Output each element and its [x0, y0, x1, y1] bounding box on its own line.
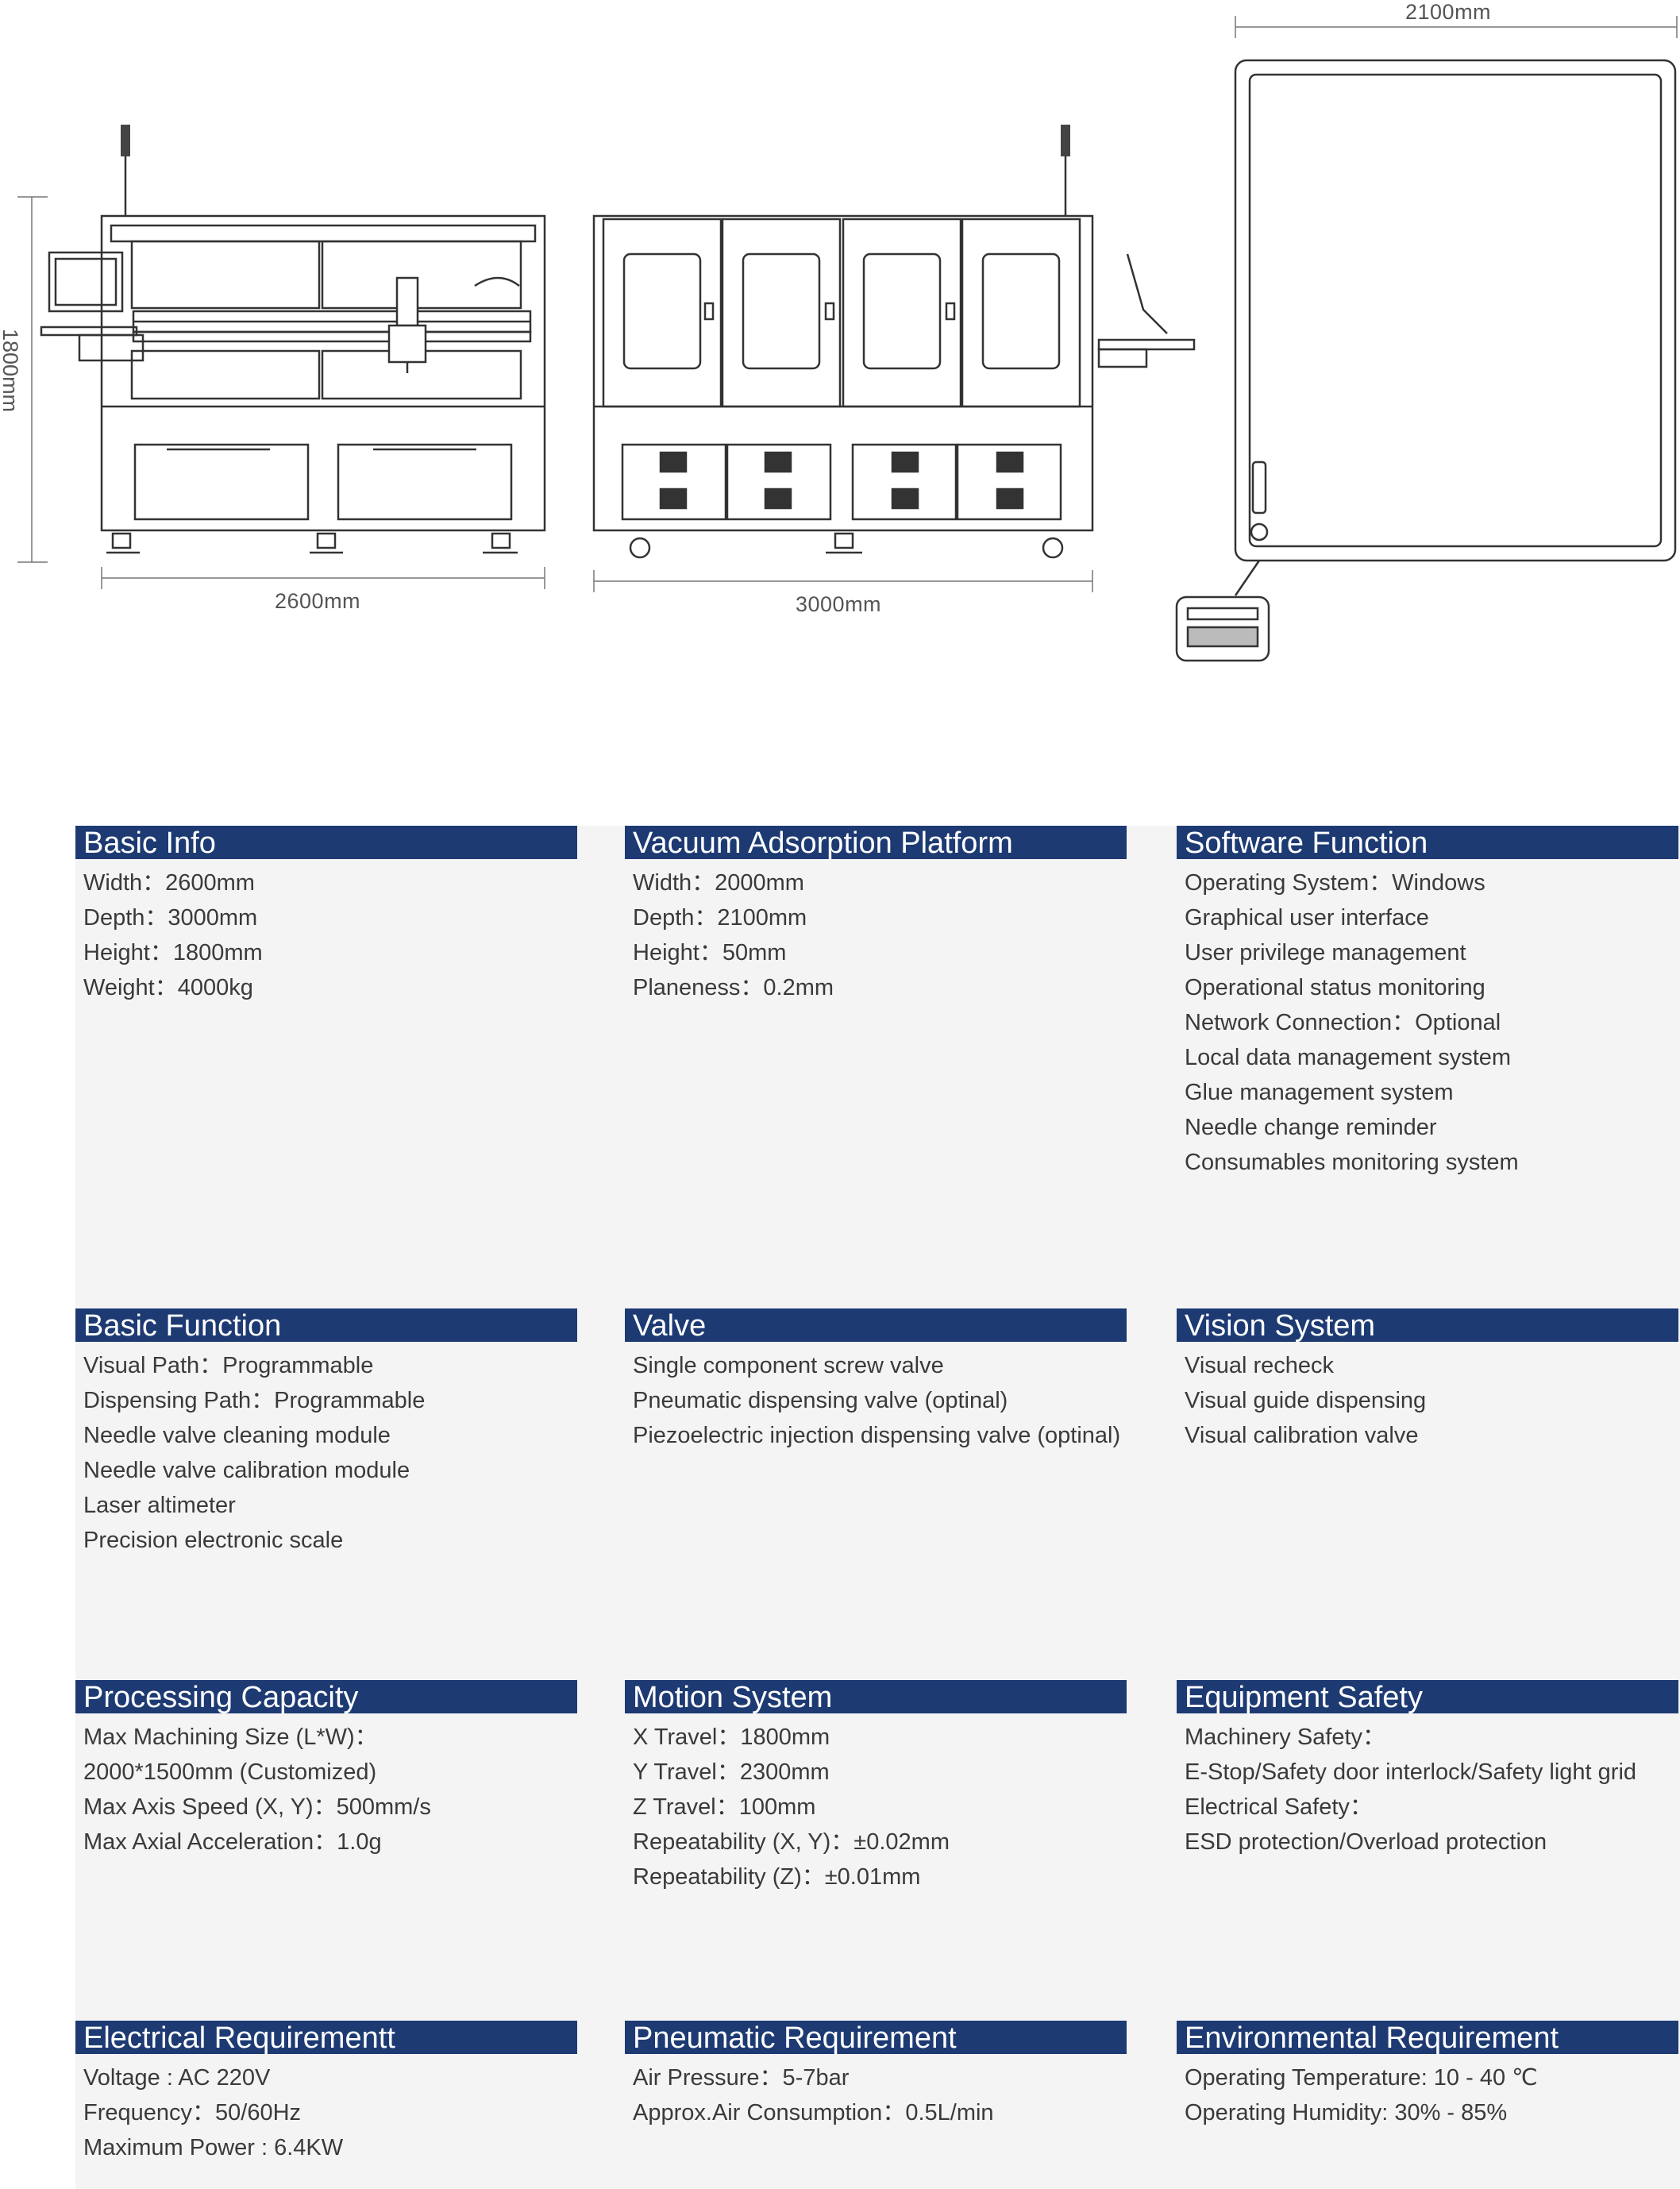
section-title: Equipment Safety — [1177, 1680, 1678, 1714]
section-basic-info: Basic Info Width：2600mm Depth：3000mm Hei… — [75, 826, 577, 1005]
spec-item: Width：2000mm — [633, 870, 804, 896]
section-basic-function: Basic Function Visual Path：Programmable … — [75, 1308, 577, 1558]
front-width-label: 2600mm — [275, 589, 361, 613]
spec-item: Frequency：50/60Hz — [83, 2100, 302, 2125]
spec-item: Max Axis Speed (X, Y)：500mm/s — [83, 1794, 431, 1820]
spec-item: Needle valve cleaning module — [83, 1423, 391, 1448]
section-vision-system: Vision System Visual recheck Visual guid… — [1177, 1308, 1678, 1453]
spec-list: Width：2000mm Depth：2100mm Height：50mm Pl… — [625, 859, 1127, 1005]
spec-list: X Travel：1800mm Y Travel：2300mm Z Travel… — [625, 1713, 1127, 1894]
machine-drawings-svg — [17, 16, 1678, 662]
section-equipment-safety: Equipment Safety Machinery Safety： E-Sto… — [1177, 1680, 1678, 1859]
spec-item: Voltage : AC 220V — [83, 2065, 271, 2091]
section-title: Valve — [625, 1308, 1127, 1343]
spec-item: ESD protection/Overload protection — [1185, 1829, 1547, 1855]
spec-item: Height：50mm — [633, 940, 787, 965]
spec-item: Precision electronic scale — [83, 1528, 344, 1553]
spec-item: Graphical user interface — [1185, 905, 1429, 931]
spec-item: Local data management system — [1185, 1045, 1512, 1070]
spec-item: Operating Temperature: 10 - 40 ℃ — [1185, 2065, 1538, 2091]
spec-list: Max Machining Size (L*W)： 2000*1500mm (C… — [75, 1713, 577, 1859]
spec-item: Repeatability (Z)：±0.01mm — [633, 1864, 921, 1890]
spec-item: Pneumatic dispensing valve (optinal) — [633, 1388, 1008, 1413]
side-depth-label: 3000mm — [796, 592, 882, 616]
spec-item: X Travel：1800mm — [633, 1725, 830, 1750]
spec-item: Depth：2100mm — [633, 905, 807, 931]
spec-item: Planeness：0.2mm — [633, 975, 834, 1000]
spec-item: Operational status monitoring — [1185, 975, 1485, 1000]
spec-item: User privilege management — [1185, 940, 1466, 965]
spec-item: Width：2600mm — [83, 870, 255, 896]
top-view-drawing — [1175, 16, 1678, 662]
spec-item: Machinery Safety： — [1185, 1725, 1386, 1750]
section-pneumatic-requirement: Pneumatic Requirement Air Pressure：5-7ba… — [625, 2021, 1127, 2130]
spec-item: Z Travel：100mm — [633, 1794, 816, 1820]
section-title: Basic Function — [75, 1308, 577, 1343]
height-label: 1800mm — [0, 329, 22, 413]
spec-list: Visual Path：Programmable Dispensing Path… — [75, 1342, 577, 1558]
spec-item: Glue management system — [1185, 1080, 1454, 1105]
spec-item: Height：1800mm — [83, 940, 263, 965]
spec-item: Visual guide dispensing — [1185, 1388, 1427, 1413]
spec-list: Air Pressure：5-7bar Approx.Air Consumpti… — [625, 2054, 1127, 2130]
spec-list: Operating System：Windows Graphical user … — [1177, 859, 1678, 1180]
section-processing-capacity: Processing Capacity Max Machining Size (… — [75, 1680, 577, 1859]
spec-item: Needle valve calibration module — [83, 1458, 410, 1483]
section-title: Electrical Requirementt — [75, 2021, 577, 2055]
spec-item: 2000*1500mm (Customized) — [83, 1759, 377, 1785]
spec-item: Maximum Power : 6.4KW — [83, 2135, 344, 2160]
section-environmental-requirement: Environmental Requirement Operating Temp… — [1177, 2021, 1678, 2130]
spec-item: Air Pressure：5-7bar — [633, 2065, 850, 2091]
spec-list: Machinery Safety： E-Stop/Safety door int… — [1177, 1713, 1678, 1859]
section-motion-system: Motion System X Travel：1800mm Y Travel：2… — [625, 1680, 1127, 1894]
spec-item: Visual calibration valve — [1185, 1423, 1419, 1448]
spec-list: Operating Temperature: 10 - 40 ℃ Operati… — [1177, 2054, 1678, 2130]
spec-item: Piezoelectric injection dispensing valve… — [633, 1423, 1121, 1448]
spec-list: Visual recheck Visual guide dispensing V… — [1177, 1342, 1678, 1453]
spec-item: Laser altimeter — [83, 1493, 236, 1518]
spec-item: Electrical Safety： — [1185, 1794, 1373, 1820]
spec-item: Repeatability (X, Y)：±0.02mm — [633, 1829, 950, 1855]
section-vacuum-platform: Vacuum Adsorption Platform Width：2000mm … — [625, 826, 1127, 1005]
spec-item: Consumables monitoring system — [1185, 1150, 1519, 1175]
section-title: Pneumatic Requirement — [625, 2021, 1127, 2055]
spec-item: Visual recheck — [1185, 1353, 1335, 1378]
spec-item: Y Travel：2300mm — [633, 1759, 830, 1785]
section-electrical-requirement: Electrical Requirementt Voltage : AC 220… — [75, 2021, 577, 2165]
top-width-label: 2100mm — [1405, 0, 1492, 24]
spec-item: Weight：4000kg — [83, 975, 253, 1000]
spec-list: Single component screw valve Pneumatic d… — [625, 1342, 1127, 1453]
spec-item: E-Stop/Safety door interlock/Safety ligh… — [1185, 1759, 1637, 1785]
spec-list: Width：2600mm Depth：3000mm Height：1800mm … — [75, 859, 577, 1005]
spec-item: Operating Humidity: 30% - 85% — [1185, 2100, 1508, 2125]
section-title: Vision System — [1177, 1308, 1678, 1343]
section-title: Software Function — [1177, 826, 1678, 860]
section-title: Basic Info — [75, 826, 577, 860]
section-title: Motion System — [625, 1680, 1127, 1714]
spec-item: Visual Path：Programmable — [83, 1353, 374, 1378]
front-view-drawing — [17, 125, 546, 589]
spec-item: Max Axial Acceleration：1.0g — [83, 1829, 382, 1855]
section-software-function: Software Function Operating System：Windo… — [1177, 826, 1678, 1180]
spec-item: Approx.Air Consumption：0.5L/min — [633, 2100, 994, 2125]
spec-list: Voltage : AC 220V Frequency：50/60Hz Maxi… — [75, 2054, 577, 2165]
spec-item: Network Connection：Optional — [1185, 1010, 1501, 1035]
section-title: Environmental Requirement — [1177, 2021, 1678, 2055]
side-view-drawing — [592, 125, 1196, 592]
spec-item: Depth：3000mm — [83, 905, 258, 931]
spec-item: Operating System：Windows — [1185, 870, 1485, 896]
section-title: Vacuum Adsorption Platform — [625, 826, 1127, 860]
section-title: Processing Capacity — [75, 1680, 577, 1714]
spec-background — [75, 826, 1680, 2189]
spec-item: Single component screw valve — [633, 1353, 944, 1378]
spec-item: Max Machining Size (L*W)： — [83, 1725, 378, 1750]
spec-item: Dispensing Path：Programmable — [83, 1388, 426, 1413]
spec-item: Needle change reminder — [1185, 1115, 1437, 1140]
section-valve: Valve Single component screw valve Pneum… — [625, 1308, 1127, 1453]
technical-drawings: 2600mm 3000mm 2100mm 1800mm — [0, 0, 1680, 715]
